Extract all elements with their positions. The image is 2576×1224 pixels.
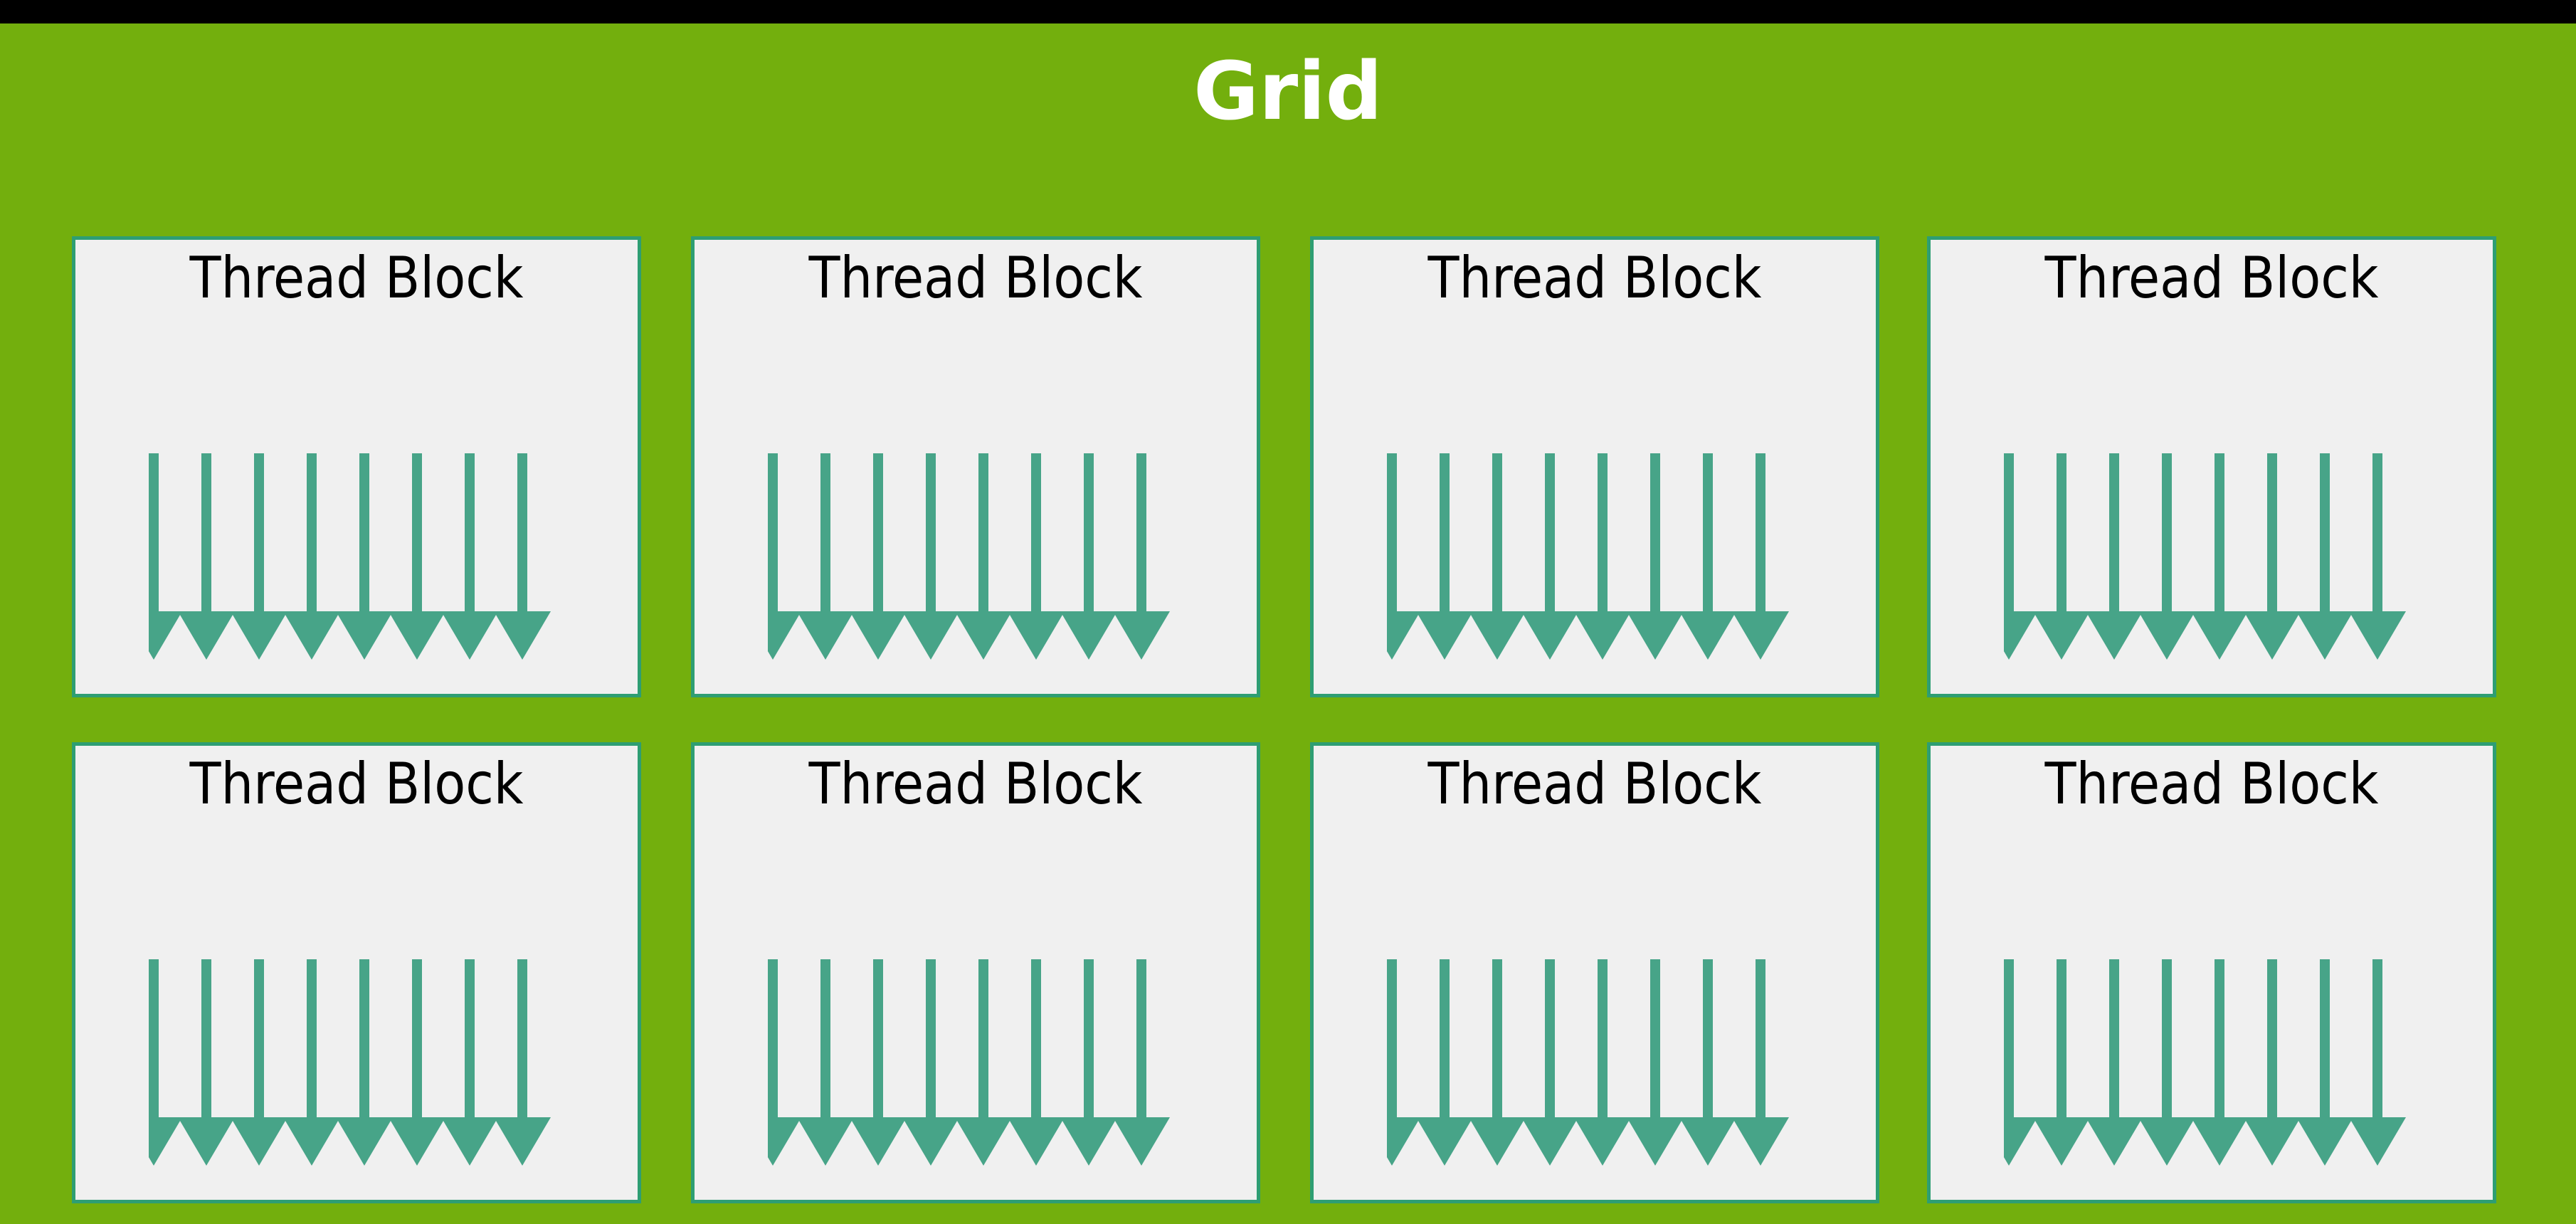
thread-arrow-field	[149, 453, 564, 660]
thread-block-label: Thread Block	[189, 245, 524, 311]
thread-block-card: Thread Block	[1310, 236, 1879, 697]
thread-block-card: Thread Block	[1927, 236, 2496, 697]
thread-block-card: Thread Block	[691, 236, 1260, 697]
thread-block-card: Thread Block	[691, 742, 1260, 1203]
thread-block-card: Thread Block	[1310, 742, 1879, 1203]
page-title: Grid	[1193, 46, 1383, 138]
thread-arrow-field	[2004, 959, 2419, 1166]
thread-arrow-field	[149, 959, 564, 1166]
thread-block-label: Thread Block	[1427, 245, 1762, 311]
thread-arrow-field	[2004, 453, 2419, 660]
thread-block-card: Thread Block	[1927, 742, 2496, 1203]
thread-block-label: Thread Block	[189, 751, 524, 817]
thread-arrow-field	[1387, 959, 1802, 1166]
thread-arrow-field	[768, 453, 1183, 660]
thread-block-label: Thread Block	[808, 751, 1143, 817]
thread-block-label: Thread Block	[2044, 245, 2379, 311]
thread-arrow-field	[1387, 453, 1802, 660]
thread-block-label: Thread Block	[2044, 751, 2379, 817]
thread-block-label: Thread Block	[808, 245, 1143, 311]
thread-block-card: Thread Block	[72, 742, 641, 1203]
grid-panel: Grid Thread Block	[0, 23, 2576, 1224]
thread-block-card: Thread Block	[72, 236, 641, 697]
thread-arrow-field	[768, 959, 1183, 1166]
thread-block-label: Thread Block	[1427, 751, 1762, 817]
